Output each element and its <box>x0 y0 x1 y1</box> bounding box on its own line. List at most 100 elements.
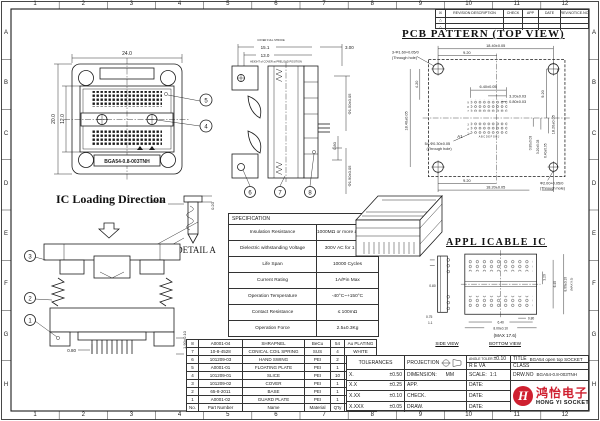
socket-top-view: 24.0 BGA54-0.8-003TNH 20.0 12.0 5 <box>51 51 213 180</box>
zone-label: 2 <box>81 0 85 7</box>
projection-cell: PROJECTION <box>405 356 467 370</box>
parts-cell-qty: 1 <box>330 387 345 396</box>
tolerance-row: X. ±0.50 <box>347 370 405 381</box>
scale-label: SCALE: <box>469 371 487 378</box>
revision-cell <box>523 17 539 24</box>
zone-label: F <box>592 281 596 288</box>
tolerance-row: X.XX ±0.10 <box>347 391 405 402</box>
parts-cell-qty: 10 <box>330 371 345 380</box>
zone-label: D <box>591 180 597 187</box>
zone-label: A <box>3 30 9 37</box>
top-view-dim-inner: 12.0 <box>60 114 66 124</box>
side-dim-pin-pitch: 0.80 <box>332 141 337 150</box>
revision-cell <box>539 23 561 30</box>
zone-label: 3 <box>129 0 134 7</box>
ic-dim-h-max: (MAX 9.5) <box>570 278 574 291</box>
zone-label: F <box>4 281 8 288</box>
revision-header-app: APP <box>523 10 539 18</box>
zone-label: 8 <box>370 411 374 418</box>
tolerances-header: TOLERANCES <box>347 356 405 370</box>
zone-label: D <box>3 180 9 187</box>
pad-array-bottom <box>470 121 508 134</box>
zone-label: B <box>591 80 597 87</box>
revision-cell <box>446 23 504 30</box>
parts-cell-part: A0001-01 <box>198 363 243 372</box>
zone-label: 12 <box>561 0 569 7</box>
projection-label: PROJECTION <box>407 359 440 366</box>
spring-top <box>275 68 283 82</box>
tol-key: X.X <box>349 382 358 389</box>
coil-spring-left <box>50 277 66 307</box>
parts-cell-no: 1 <box>186 395 199 404</box>
parts-cell-qty: 1 <box>330 395 345 404</box>
socket-side-view: COVER FULL STROKE 15.1 13.0 HEIGHT of CO… <box>231 38 354 198</box>
parts-cell-qty: 2 <box>330 355 345 364</box>
loading-arrow-icon <box>97 222 121 239</box>
spec-item: Insulation Resistance <box>228 224 317 241</box>
ic-dim-col-pitch: 0.80 <box>528 317 535 321</box>
pcb-note-pad-through: (Through hole) <box>427 147 453 151</box>
section-a-mark <box>137 146 143 150</box>
detail-a-dim-pin-dia: Φ0.65 <box>152 199 165 204</box>
angle-tolerance-label: ANGLE TOLER. <box>469 357 494 361</box>
tolerance-row: X.X ±0.25 <box>347 380 405 391</box>
parts-cell-material: PEI <box>304 387 331 396</box>
zone-label: 10 <box>465 411 472 418</box>
pad-row-label: 9 <box>467 102 469 105</box>
zone-label: G <box>3 331 9 338</box>
latch-spring-lower <box>247 130 262 154</box>
callout-4: 4 <box>204 125 208 131</box>
pcb-dim-left-outer: 18.40±0.05 <box>404 111 408 130</box>
pcb-dim-pitch: 0.80±0.03 <box>509 100 526 104</box>
detail-a-spring <box>186 205 194 231</box>
spec-value: -40°C~+150°C <box>316 288 379 305</box>
pcb-a1-label: A1 <box>457 134 463 139</box>
zone-label: 9 <box>418 411 423 418</box>
side-note-preload: HEIGHT of COVER at PRELOAD POSITION <box>250 60 302 64</box>
zone-label: E <box>3 231 9 238</box>
parts-header-qty: Q'ty <box>330 403 345 412</box>
zone-label: 5 <box>226 0 230 7</box>
zone-label: E <box>591 231 597 238</box>
zone-label: G <box>591 331 597 338</box>
parts-cell-material: PEI <box>304 379 331 388</box>
pcb-pattern-title: PCB PATTERN (TOP VIEW) <box>402 28 565 40</box>
parts-cell-name: BASE <box>242 387 305 396</box>
side-view-label: SIDE VIEW <box>435 341 459 346</box>
class-label: CLASS <box>513 363 530 369</box>
contact-array-top <box>92 91 162 107</box>
bottom-view-label: BOTTOM VIEW <box>489 341 521 346</box>
tol-key: X.XX <box>349 392 361 399</box>
zone-label: 12 <box>561 411 569 418</box>
zone-label: 8 <box>370 0 374 7</box>
revision-cell <box>504 23 523 30</box>
parts-cell-qty: 1 <box>330 379 345 388</box>
pad-row-label: 3 <box>467 124 469 127</box>
parts-header-material: Material <box>304 403 331 412</box>
parts-cell-part: A0001-04 <box>198 339 243 348</box>
side-dim-pin-bottom: Φ1.90±0.05 <box>347 165 352 187</box>
parts-cell-no: 3 <box>186 379 199 388</box>
side-dim-pin-top: Φ1.50±0.05 <box>347 93 352 115</box>
parts-cell-part: 10-8-4528 <box>198 347 243 356</box>
zone-label: 7 <box>322 411 326 418</box>
parts-header-part: Part Number <box>198 403 243 412</box>
applicable-ic-view: 0.80 0.75 1.1 3.20 6.40 8.00±0.10 (MAX 9… <box>426 250 574 330</box>
parts-cell-material: PEI <box>304 355 331 364</box>
revision-cell <box>504 17 523 24</box>
revision-row-mark: △ <box>436 17 446 24</box>
tol-val: ±0.25 <box>389 382 402 389</box>
pcb-pattern-view: 9 8 7 3 2 1 A B C D E F G H J 18.40±0.05… <box>392 44 571 193</box>
ic-dim-rows: 6.40 <box>553 281 557 288</box>
zone-label: A <box>591 30 597 37</box>
top-view-dim-height: 20.0 <box>51 114 57 124</box>
pad-array-top <box>470 99 508 112</box>
side-dim-preload: 13.0 <box>261 53 270 58</box>
revision-header-check: CHECK <box>504 10 523 18</box>
revision-mark-icon: ☒ <box>436 10 446 18</box>
callout-7: 7 <box>278 191 282 197</box>
pcb-dim-row-half: 3.20±0.03 <box>536 139 540 154</box>
parts-cell-name: SLICE <box>242 371 305 380</box>
pcb-note-big-hole: Φ2.00+0.05/0 <box>540 181 563 185</box>
